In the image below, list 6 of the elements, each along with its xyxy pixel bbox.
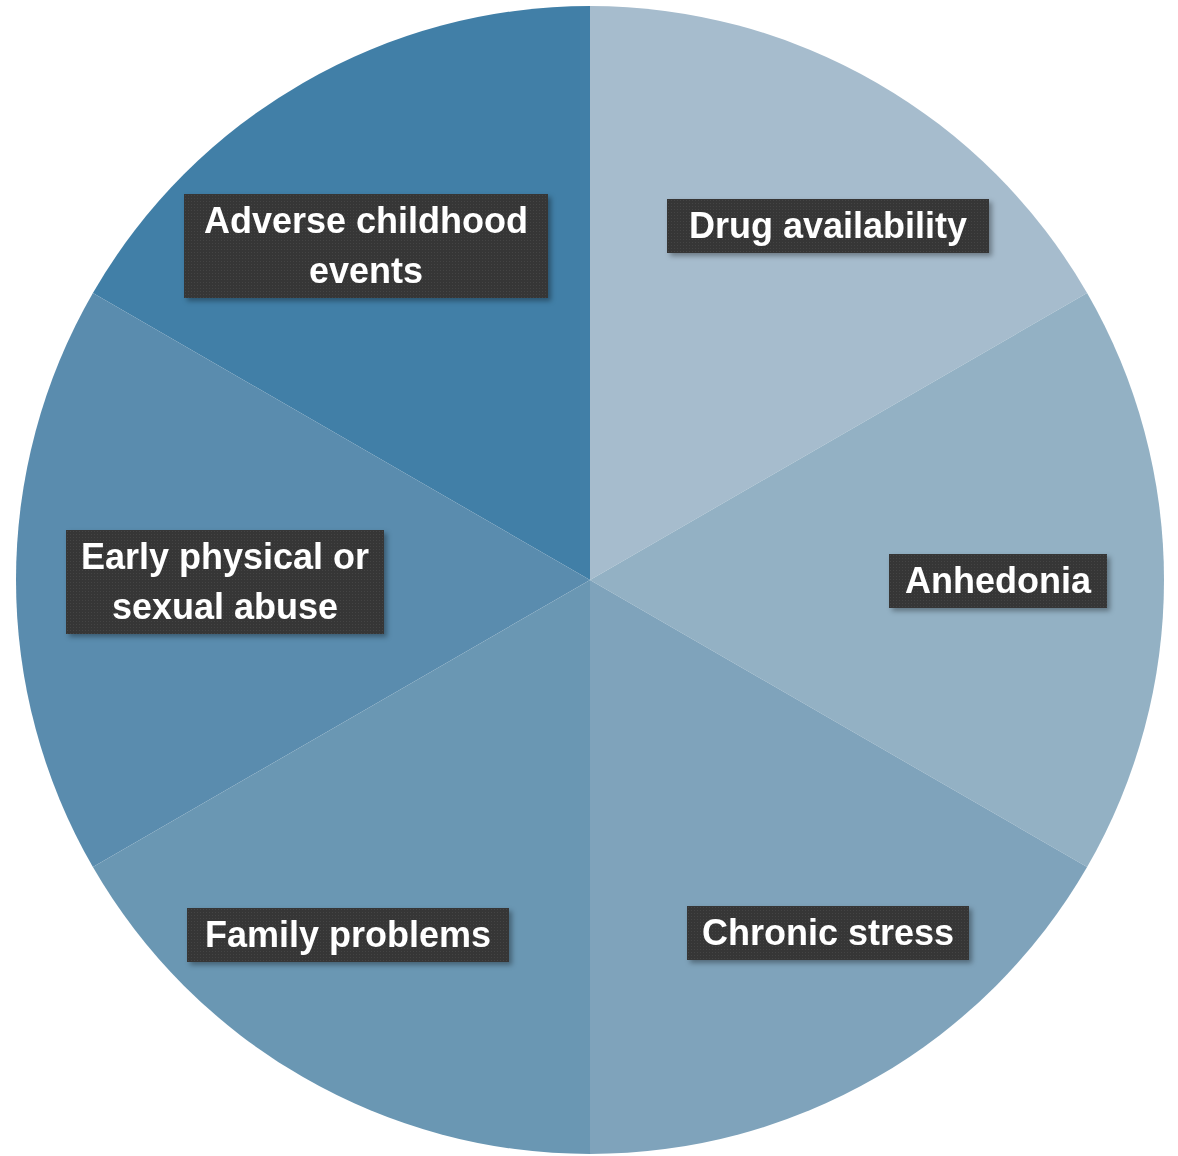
- slice-label: Anhedonia: [889, 554, 1107, 608]
- slice-label: Adverse childhood events: [184, 194, 548, 298]
- slice-label: Family problems: [187, 908, 509, 962]
- slice-label: Chronic stress: [687, 906, 969, 960]
- slice-label: Drug availability: [667, 199, 989, 253]
- slice-label: Early physical or sexual abuse: [66, 530, 384, 634]
